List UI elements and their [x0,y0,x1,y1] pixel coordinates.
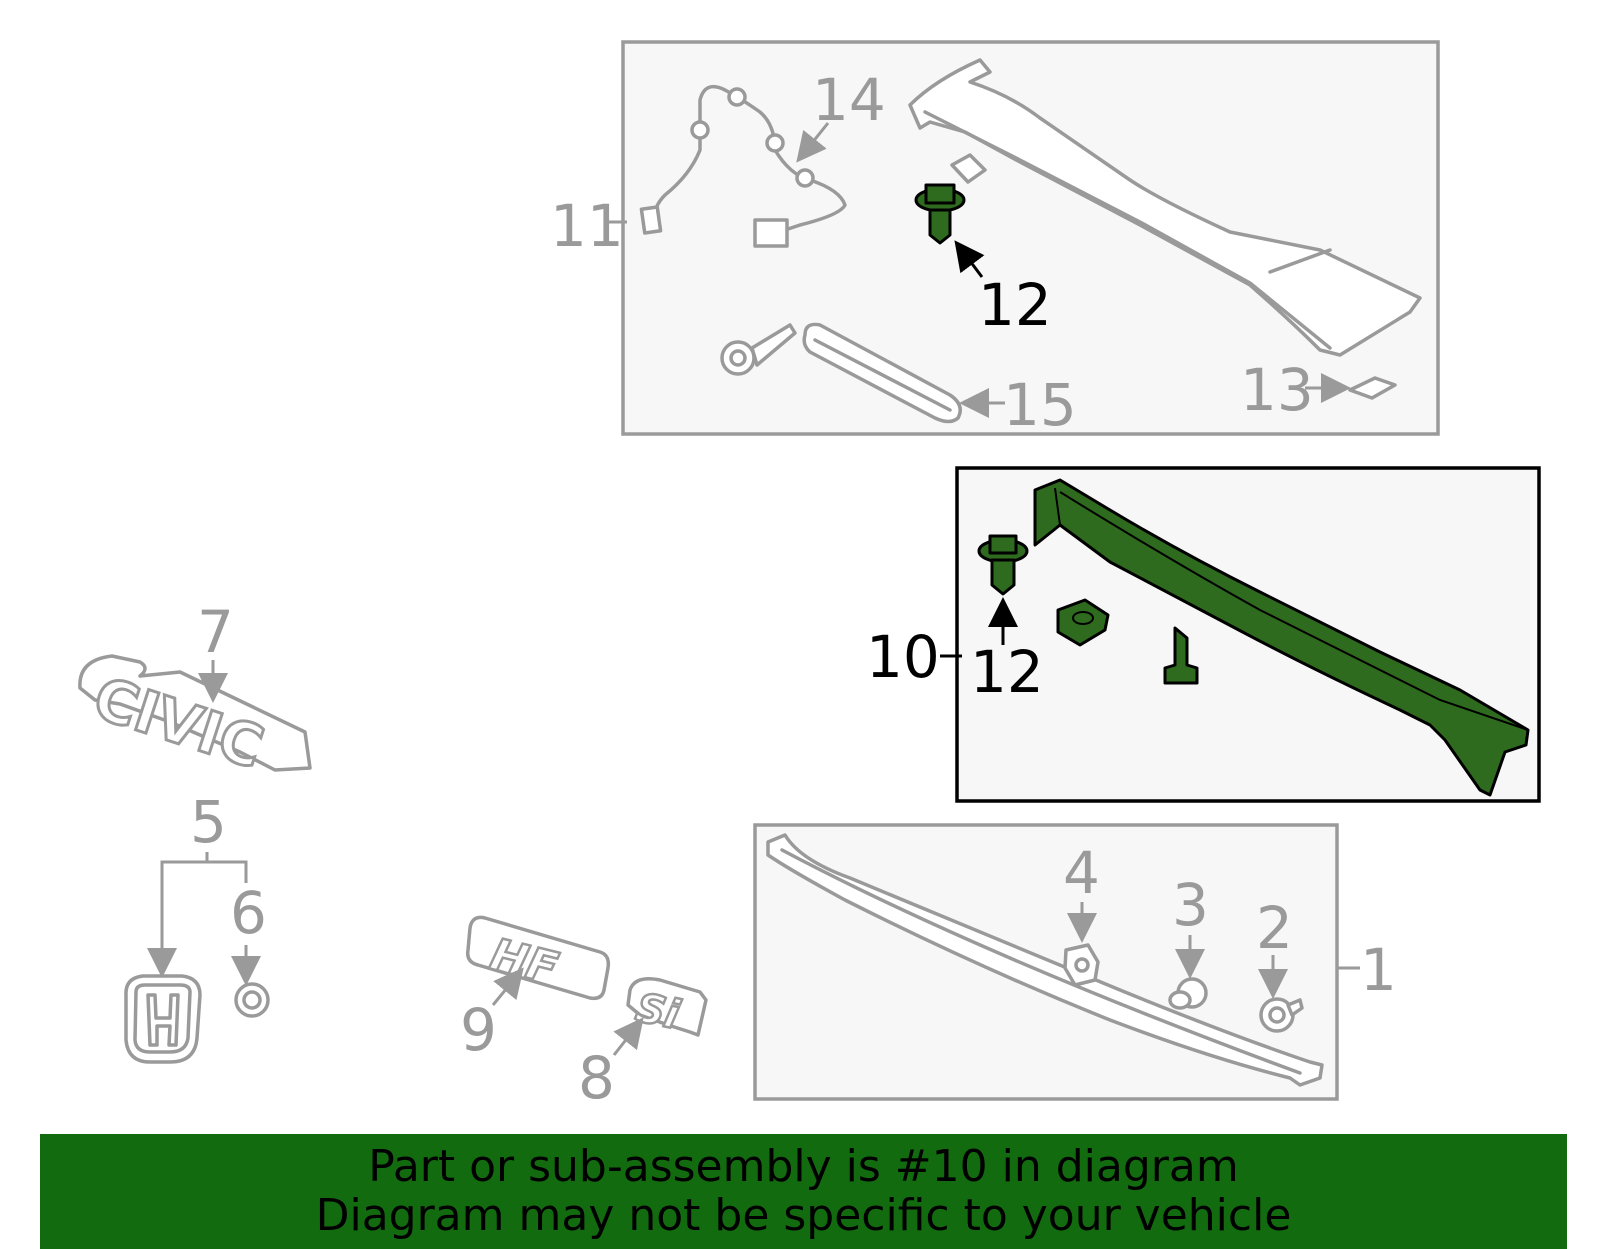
callout-8: 8 [578,1044,615,1112]
clip-3-part [1168,977,1208,1010]
callout-3: 3 [1172,871,1209,939]
clip-2-part [1259,997,1304,1033]
callout-1: 1 [1360,936,1397,1004]
callout-15: 15 [1003,371,1077,439]
bolt-12-highlighted [977,534,1029,596]
spoiler-part [908,58,1422,357]
wire-harness-part [652,84,847,237]
box-spoiler-assembly [609,40,1440,436]
callout-14: 14 [812,66,886,134]
callout-10: 10 [866,623,940,691]
callout-13: 13 [1240,356,1314,424]
molding-part [766,833,1324,1087]
honda-h-emblem-part [124,974,202,1064]
clip-4-part [1063,943,1100,987]
callout-6: 6 [230,879,267,947]
bolt-12-top [914,183,966,245]
hf-badge-part: HF [465,915,611,1001]
callout-12-top: 12 [978,271,1052,339]
spoiler-part-10[interactable] [1033,478,1530,797]
box-molding-assembly [753,823,1360,1101]
svg-text:Si: Si [632,985,684,1039]
callout-11: 11 [550,192,624,260]
callout-9: 9 [460,996,497,1064]
stud-part [1163,626,1199,685]
footer-banner: Part or sub-assembly is #10 in diagram D… [40,1134,1567,1249]
civic-emblem-part: CIVIC [78,654,312,783]
callout-2: 2 [1256,894,1293,962]
grommet-6-part [234,982,270,1018]
callout-4: 4 [1063,839,1100,907]
callout-12-box: 12 [970,638,1044,706]
si-badge-part: Si [626,977,708,1040]
footer-line-2: Diagram may not be specific to your vehi… [315,1190,1292,1241]
box-part-10 [940,466,1541,803]
callout-7: 7 [197,598,234,666]
seal-part [1348,376,1397,400]
clip-nut-part [1056,598,1110,647]
callout-5: 5 [190,788,227,856]
footer-line-1: Part or sub-assembly is #10 in diagram [368,1141,1239,1192]
screw-part [720,323,797,376]
